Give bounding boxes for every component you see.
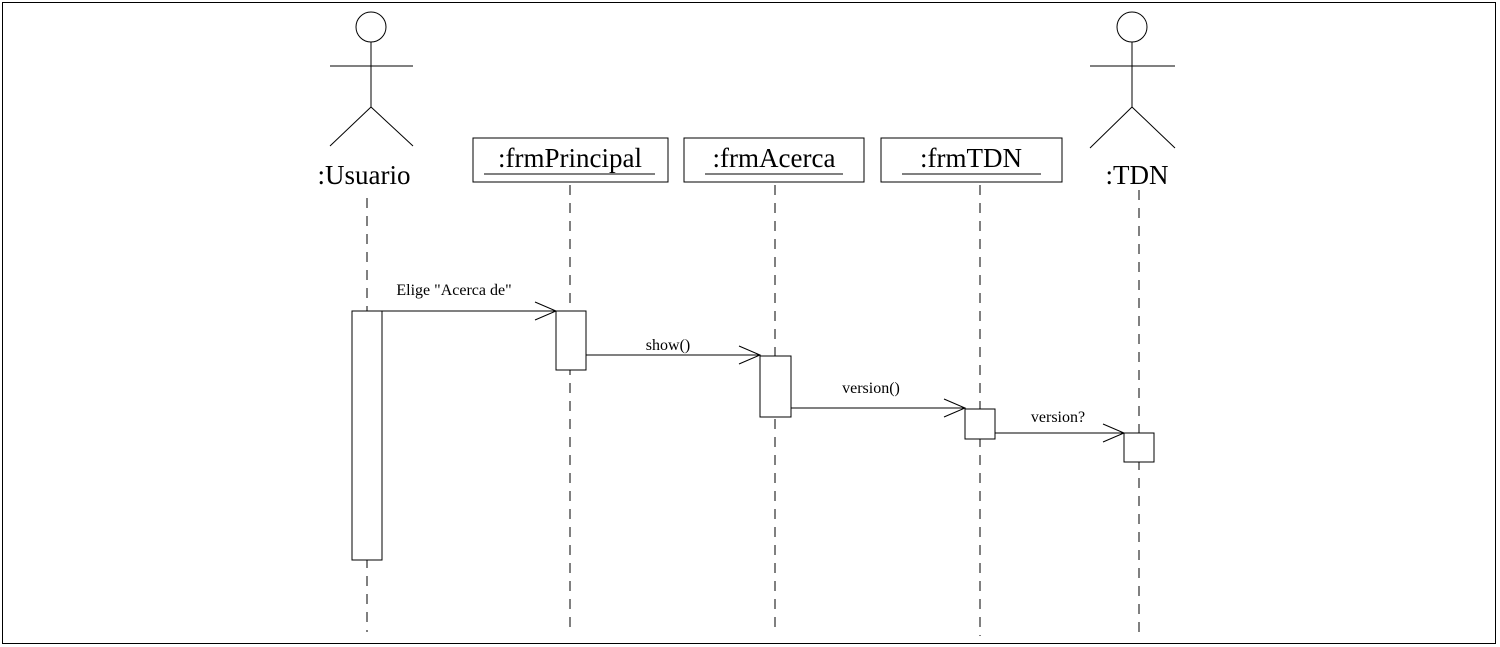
message-label-3: version() — [842, 380, 900, 397]
message-label-1: Elige "Acerca de" — [396, 282, 511, 299]
object-box-frmacerca — [683, 137, 865, 183]
activation-frmprincipal — [555, 310, 587, 371]
message-label-4: version? — [1031, 409, 1085, 426]
message-arrow-1 — [382, 301, 558, 321]
activation-frmtdn — [964, 408, 996, 440]
activation-frmacerca — [759, 355, 792, 418]
message-arrow-4 — [995, 423, 1126, 443]
actor-tdn-figure — [1089, 11, 1176, 149]
message-arrow-2 — [586, 345, 762, 365]
message-label-2: show() — [646, 337, 690, 354]
activation-usuario — [351, 310, 383, 561]
participant-label-frmacerca: :frmAcerca — [713, 143, 836, 173]
activation-tdn — [1123, 432, 1155, 463]
participant-label-usuario: :Usuario — [318, 160, 411, 190]
participant-label-frmtdn: :frmTDN — [920, 143, 1022, 173]
object-box-frmtdn — [880, 137, 1063, 183]
message-arrow-3 — [791, 398, 967, 418]
participant-label-tdn: :TDN — [1106, 160, 1169, 190]
actor-usuario-figure — [329, 11, 414, 147]
participant-label-frmprincipal: :frmPrincipal — [498, 143, 642, 173]
object-box-frmprincipal — [472, 137, 669, 183]
